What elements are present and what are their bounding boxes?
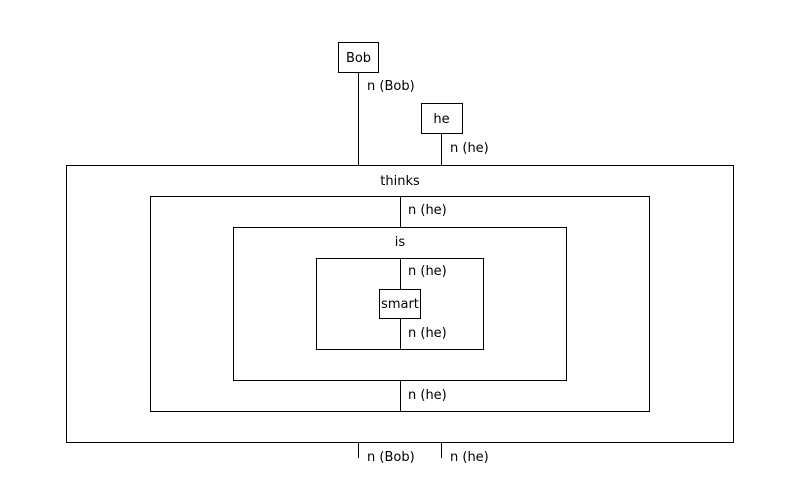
wire-label-smart-out: n (he) xyxy=(408,326,447,341)
is-title: is xyxy=(395,235,406,250)
wire-label-is-out: n (he) xyxy=(408,388,447,403)
wire-label-is-in: n (he) xyxy=(408,264,447,279)
bob-box-label: Bob xyxy=(346,51,371,66)
wire-label-bob-top: n (Bob) xyxy=(367,79,415,94)
thinks-title: thinks xyxy=(380,174,420,189)
thinks-frame xyxy=(66,165,734,443)
bob-box xyxy=(338,42,379,73)
smart-box-label: smart xyxy=(381,297,419,312)
smart-box xyxy=(379,289,421,319)
wire-label-bob-bottom: n (Bob) xyxy=(367,450,415,465)
he-box-label: he xyxy=(433,112,449,127)
wire-label-he-bottom: n (he) xyxy=(450,450,489,465)
wire-label-thinks-in: n (he) xyxy=(408,203,447,218)
he-box xyxy=(421,103,463,134)
wire-label-he-top: n (he) xyxy=(450,141,489,156)
